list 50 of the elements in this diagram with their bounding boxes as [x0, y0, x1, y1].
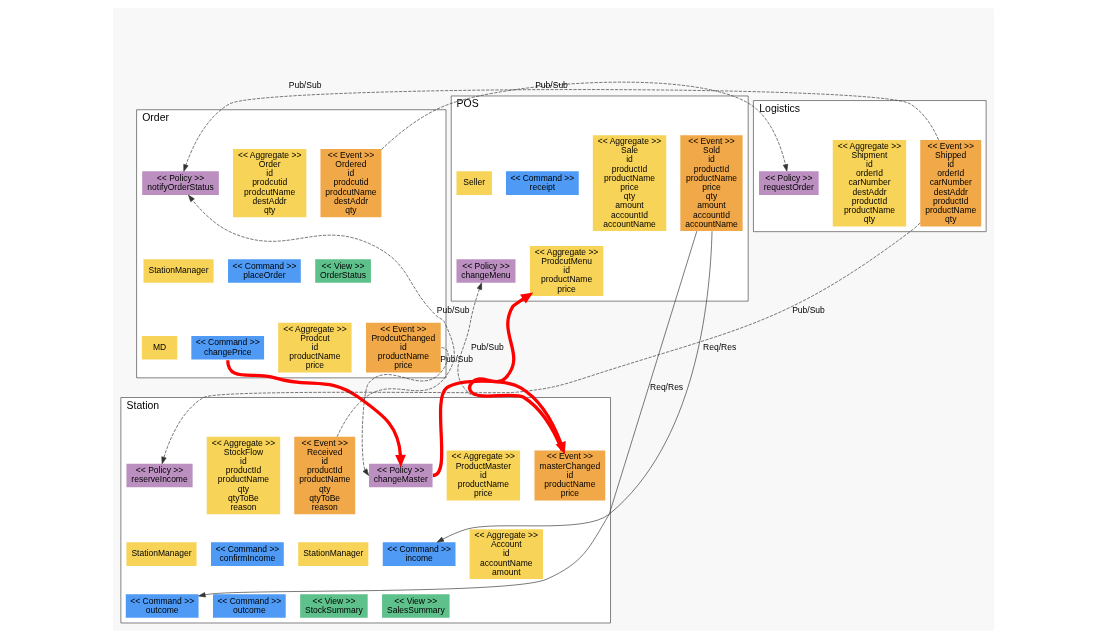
- arrow: [197, 230, 697, 598]
- node-box: << Aggregate >> Shipment id orderId carNumber destAddr productId productName qty: [832, 139, 906, 227]
- node-box: << Event >> Sold id productId productName price qty amount accountId accountName: [679, 135, 743, 231]
- node-box: << Policy >> changeMaster: [368, 463, 433, 488]
- edge-label: Pub/Sub: [436, 305, 470, 316]
- node-box: << Event >> Received id productId productName qty qtyToBe reason: [293, 436, 355, 515]
- node-box: << Policy >> notifyOrderStatus: [141, 171, 219, 195]
- edge-label: Pub/Sub: [288, 80, 321, 91]
- node-box: << View >> StockSummary: [299, 594, 368, 618]
- node-box: << Command >> confirmIncome: [210, 542, 284, 566]
- node-box: << Event >> Ordered id prodcutid prodcutName destAddr qty: [319, 149, 381, 218]
- arrow: [380, 81, 788, 172]
- node-box: << Aggregate >> ProdcutMenu id productName price: [529, 246, 603, 296]
- node-box: << Aggregate >> Order id prodcutid prodcutName destAddr qty: [232, 149, 306, 218]
- node-box: StationManager: [125, 542, 197, 566]
- edge-label: Pub/Sub: [534, 80, 568, 91]
- node-box: << Policy >> requestOrder: [758, 171, 819, 195]
- arrow: [467, 292, 564, 452]
- edge-label: Pub/Sub: [470, 341, 504, 352]
- node-box: Seller: [456, 171, 492, 195]
- node-box: << Aggregate >> ProductMaster id productName price: [446, 450, 520, 501]
- edge-label: Pub/Sub: [791, 305, 825, 316]
- node-box: << Command >> receipt: [505, 171, 579, 195]
- node-box: MD: [141, 335, 177, 360]
- node-box: << Command >> outcome: [212, 594, 286, 618]
- edge-label: Req/Res: [649, 381, 683, 392]
- node-box: << View >> SalesSummary: [381, 594, 450, 618]
- node-box: << View >> OrderStatus: [314, 259, 371, 283]
- node-box: StationManager: [297, 542, 368, 566]
- node-box: << Aggregate >> Prodcut id productName price: [277, 322, 352, 373]
- arrow: [225, 359, 406, 468]
- node-box: << Command >> placeOrder: [227, 259, 301, 283]
- edge-label: Pub/Sub: [439, 354, 473, 365]
- arrow: [160, 222, 921, 464]
- node-box: << Event >> masterChanged id productName price: [534, 450, 605, 501]
- arrow: [182, 89, 939, 172]
- node-box: << Command >> changePrice: [190, 335, 264, 360]
- node-box: << Command >> outcome: [125, 594, 199, 618]
- node-box: << Policy >> changeMenu: [456, 259, 515, 283]
- node-box: << Aggregate >> StockFlow id productId productName qty qtyToBe reason: [206, 436, 280, 515]
- node-box: << Event >> ProdcutChanged id productName price: [365, 322, 441, 373]
- node-box: << Command >> income: [382, 542, 455, 566]
- node-box: StationManager: [143, 259, 214, 283]
- node-box: << Event >> Shipped id orderId carNumber destAddr productId productName qty: [919, 139, 981, 227]
- arrow: [361, 347, 448, 476]
- arrow: [436, 230, 712, 543]
- node-box: << Aggregate >> Account id accountName amount: [469, 529, 543, 580]
- node-box: << Policy >> reserveIncome: [125, 463, 193, 488]
- edge-label: Req/Res: [702, 341, 736, 352]
- node-box: << Aggregate >> Sale id productId productName price qty amount accountId accountName: [592, 135, 666, 231]
